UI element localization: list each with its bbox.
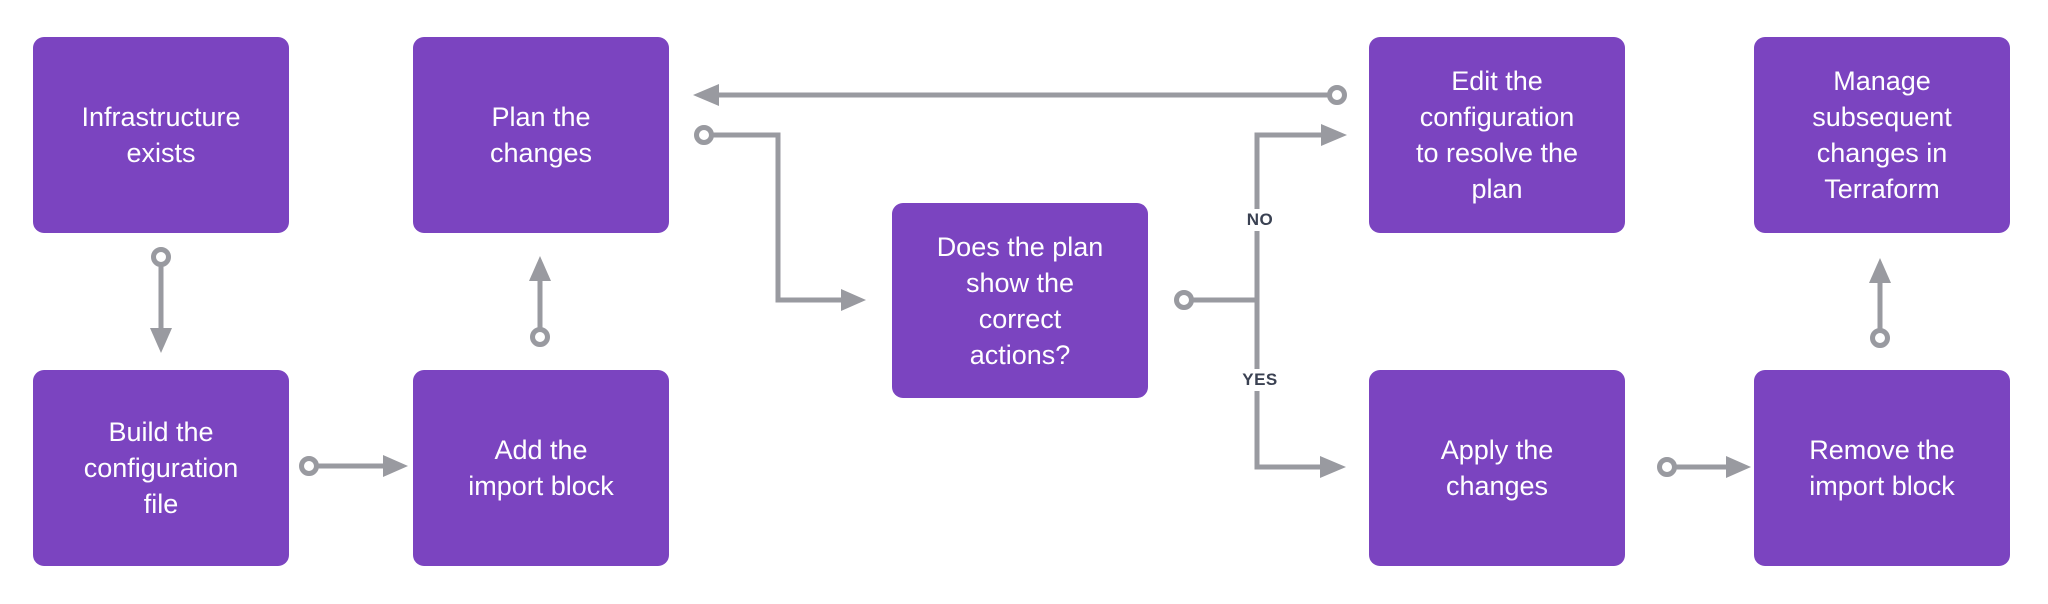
arrowhead-icon [1869,258,1891,283]
node-infrastructure-exists: Infrastructure exists [33,37,289,233]
node-add-the-import-block: Add the import block [413,370,669,566]
edge-apply-to-remove [1657,456,1751,478]
node-label: Apply the changes [1440,435,1554,501]
node-edit-the-configuration: Edit the configuration to resolve the pl… [1369,37,1625,233]
node-label: Add the import block [468,435,614,501]
arrowhead-icon [383,455,408,477]
edge-does-branch [1174,124,1347,478]
node-build-the-configuration-file: Build the configuration file [33,370,289,566]
arrowhead-icon [693,84,719,106]
node-label: Edit the configuration to resolve the pl… [1415,66,1579,204]
edge-add-to-plan [529,256,551,347]
node-plan-the-changes: Plan the changes [413,37,669,233]
node-label: Does the plan show the correct actions? [936,231,1104,370]
edge-edit-to-plan [693,84,1347,106]
node-label: Manage subsequent changes in Terraform [1812,66,1952,204]
edge-line-yes [1254,300,1320,470]
arrowhead-icon [841,289,866,311]
node-does-plan-show-correct-actions: Does the plan show the correct actions? [892,203,1148,398]
edge-line-no [1254,132,1321,300]
edge-remove-to-manage [1869,258,1891,348]
node-remove-the-import-block: Remove the import block [1754,370,2010,566]
arrowhead-icon [150,328,172,353]
edge-origin-dot [1174,290,1194,310]
arrowhead-icon [1321,124,1347,146]
node-label: Plan the changes [489,102,593,168]
arrowhead-icon [529,256,551,281]
edge-line [712,132,841,303]
edge-origin-dot [1870,328,1890,348]
node-label: Remove the import block [1809,435,1955,501]
node-apply-the-changes: Apply the changes [1369,370,1625,566]
edge-origin-dot [1327,85,1347,105]
edge-infrastructure-to-build [150,247,172,353]
branch-label-no: NO [1241,209,1279,231]
edge-origin-dot [151,247,171,267]
node-label: Build the configuration file [83,417,239,519]
edge-origin-dot [694,125,714,145]
edge-origin-dot [1657,457,1677,477]
node-manage-subsequent-changes: Manage subsequent changes in Terraform [1754,37,2010,233]
arrowhead-icon [1726,456,1751,478]
edge-plan-to-does [694,125,866,311]
node-label: Infrastructure exists [81,102,241,168]
edge-origin-dot [530,327,550,347]
branch-label-yes: YES [1237,369,1283,391]
arrowhead-icon [1320,456,1346,478]
edge-build-to-add [299,455,408,477]
edge-origin-dot [299,456,319,476]
